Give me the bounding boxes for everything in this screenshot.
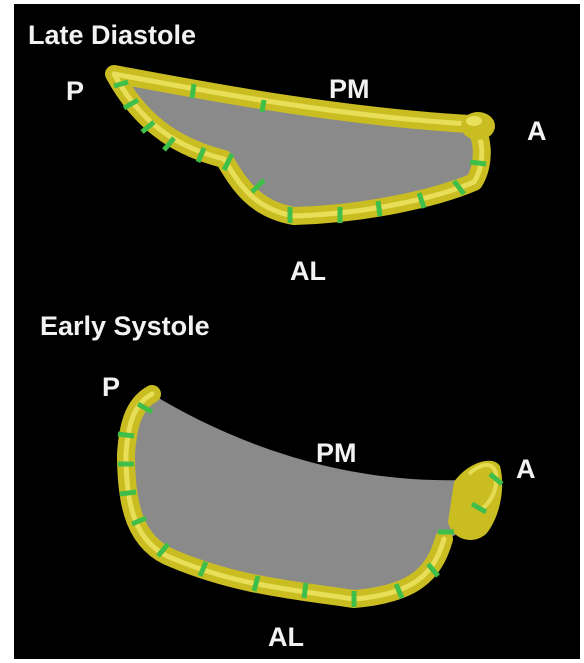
early-systole-valve (118, 394, 502, 607)
marker (378, 201, 380, 216)
marker (118, 434, 134, 436)
marker (304, 583, 306, 598)
late-diastole-anterior-knob (461, 112, 495, 140)
marker (262, 100, 264, 112)
marker (120, 492, 136, 494)
early-systole-label-al: AL (268, 624, 304, 651)
early-systole-label-p: P (102, 374, 120, 401)
late-diastole-title: Late Diastole (28, 22, 196, 49)
late-diastole-label-p: P (66, 78, 84, 105)
late-diastole-label-pm: PM (329, 76, 370, 103)
late-diastole-label-al: AL (290, 258, 326, 285)
figure-panel: Late Diastole P PM A AL Early Systole P … (14, 4, 580, 659)
early-systole-title: Early Systole (40, 313, 210, 340)
late-diastole-label-a: A (527, 118, 547, 145)
early-systole-label-pm: PM (316, 440, 357, 467)
late-diastole-anterior-knob-shine (466, 116, 482, 126)
marker (192, 84, 194, 98)
early-systole-label-a: A (516, 456, 536, 483)
late-diastole-valve (114, 74, 495, 223)
marker (470, 162, 486, 164)
